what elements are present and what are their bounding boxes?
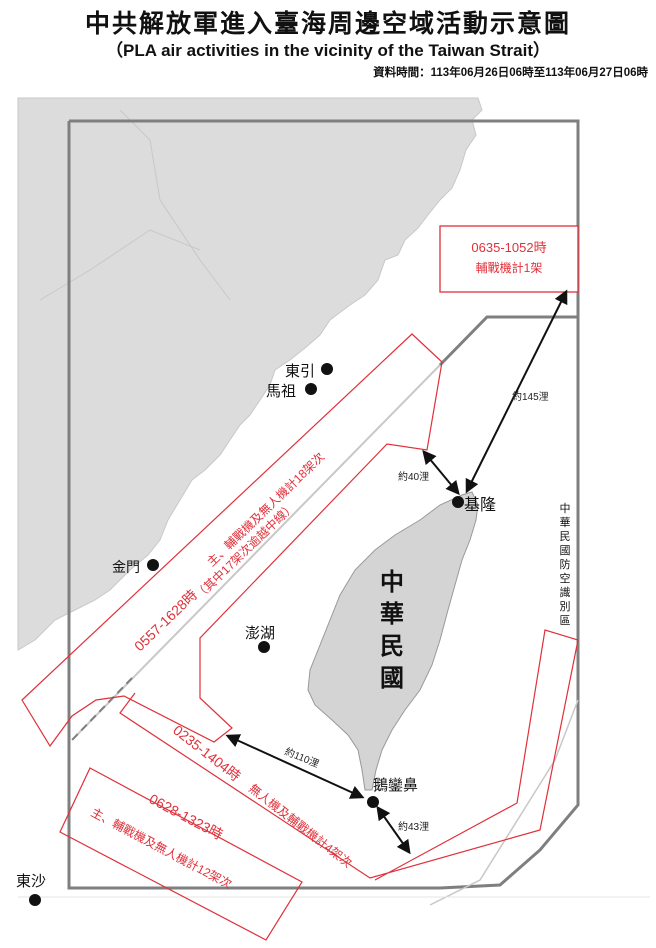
kinmen-marker[interactable] [147, 559, 159, 571]
svg-text:識: 識 [560, 586, 571, 599]
median-line-dashed [71, 677, 133, 741]
dongyin-marker[interactable] [321, 363, 333, 375]
svg-text:國: 國 [560, 544, 571, 557]
activity-zone-north-east[interactable] [439, 225, 579, 293]
dongyin-label: 東引 [285, 362, 315, 380]
distance-label-43: 約43浬 [398, 820, 429, 833]
zone-ne-time: 0635-1052時 [471, 240, 546, 255]
map-title: 中共解放軍進入臺海周邊空域活動示意圖 [84, 9, 571, 38]
zone-ne-desc: 輔戰機計1架 [476, 260, 543, 275]
keelung-marker[interactable] [452, 496, 464, 508]
svg-text:民: 民 [380, 631, 404, 660]
distance-label-110: 約110浬 [283, 745, 321, 771]
mainland-china-landmass [17, 97, 483, 651]
dongsha-marker[interactable] [29, 894, 41, 906]
taiwan-landmass [307, 491, 479, 791]
penghu-marker[interactable] [258, 641, 270, 653]
activity-zone-far-south-west[interactable] [59, 767, 303, 941]
svg-text:中: 中 [380, 567, 404, 596]
matsu-label: 馬祖 [266, 382, 296, 400]
distance-arrow-43 [376, 805, 411, 855]
svg-text:防: 防 [560, 557, 571, 571]
median-line [71, 364, 441, 741]
svg-text:區: 區 [560, 614, 571, 627]
roc-label: 中 華 民 國 [380, 567, 404, 692]
adiz-extension-line [429, 699, 579, 906]
kinmen-label: 金門 [112, 560, 140, 576]
activity-zone-median-line[interactable] [21, 333, 443, 748]
eluanbi-label: 鵝鑾鼻 [373, 776, 418, 794]
distance-label-145: 約145浬 [512, 390, 549, 403]
svg-text:華: 華 [560, 516, 571, 529]
distance-label-40: 約40浬 [398, 470, 429, 483]
eluanbi-marker[interactable] [367, 796, 379, 808]
penghu-label: 澎湖 [245, 624, 275, 642]
zone-median-note: （其中17架次逾越中線） [192, 499, 298, 602]
svg-text:國: 國 [380, 663, 404, 692]
zone-fsw-time: 0628-1323時 [147, 791, 226, 843]
province-border [39, 229, 201, 301]
svg-text:民: 民 [560, 530, 571, 543]
distance-arrow-145 [465, 289, 568, 494]
zone-fsw-desc: 主、輔戰機及無人機計12架次 [89, 804, 235, 891]
distance-arrow-110 [225, 734, 365, 799]
svg-text:中: 中 [560, 502, 571, 515]
province-border [119, 109, 231, 301]
activity-zone-south-west[interactable] [119, 629, 579, 881]
adiz-label: 中 華 民 國 防 空 識 別 區 [560, 502, 571, 627]
matsu-marker[interactable] [305, 383, 317, 395]
zone-sw-desc: 無人機及輔戰機計4架次 [246, 781, 355, 871]
keelung-label: 基隆 [464, 495, 496, 514]
dongsha-label: 東沙 [16, 872, 46, 890]
data-time: 資料時間：113年06月26日06時至113年06月27日06時 [373, 67, 648, 79]
svg-text:空: 空 [560, 571, 571, 585]
svg-text:華: 華 [380, 599, 404, 628]
svg-text:別: 別 [560, 600, 571, 613]
map-subtitle: （PLA air activities in the vicinity of t… [106, 41, 550, 60]
distance-arrow-40 [422, 449, 460, 496]
